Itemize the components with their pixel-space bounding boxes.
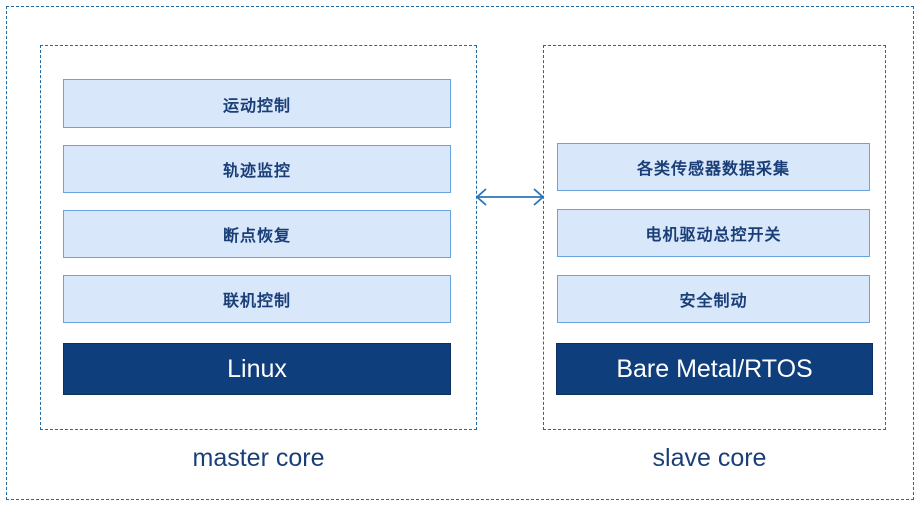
master-os-linux: Linux — [63, 343, 451, 395]
slave-function-sensor-data-acquisition: 各类传感器数据采集 — [557, 143, 870, 191]
slave-os-bare-metal-rtos: Bare Metal/RTOS — [556, 343, 873, 395]
slave-core-frame — [543, 45, 886, 430]
system-frame — [6, 6, 914, 500]
master-function-trajectory-monitor: 轨迹监控 — [63, 145, 451, 193]
slave-function-motor-drive-master-switch: 电机驱动总控开关 — [557, 209, 870, 257]
master-function-motion-control: 运动控制 — [63, 79, 451, 128]
master-function-breakpoint-resume: 断点恢复 — [63, 210, 451, 258]
slave-core-label: slave core — [652, 444, 767, 472]
master-core-frame — [40, 45, 477, 430]
bidirectional-link-arrow — [475, 188, 545, 206]
master-core-label: master core — [192, 444, 325, 472]
slave-function-safety-brake: 安全制动 — [557, 275, 870, 323]
master-function-online-control: 联机控制 — [63, 275, 451, 323]
